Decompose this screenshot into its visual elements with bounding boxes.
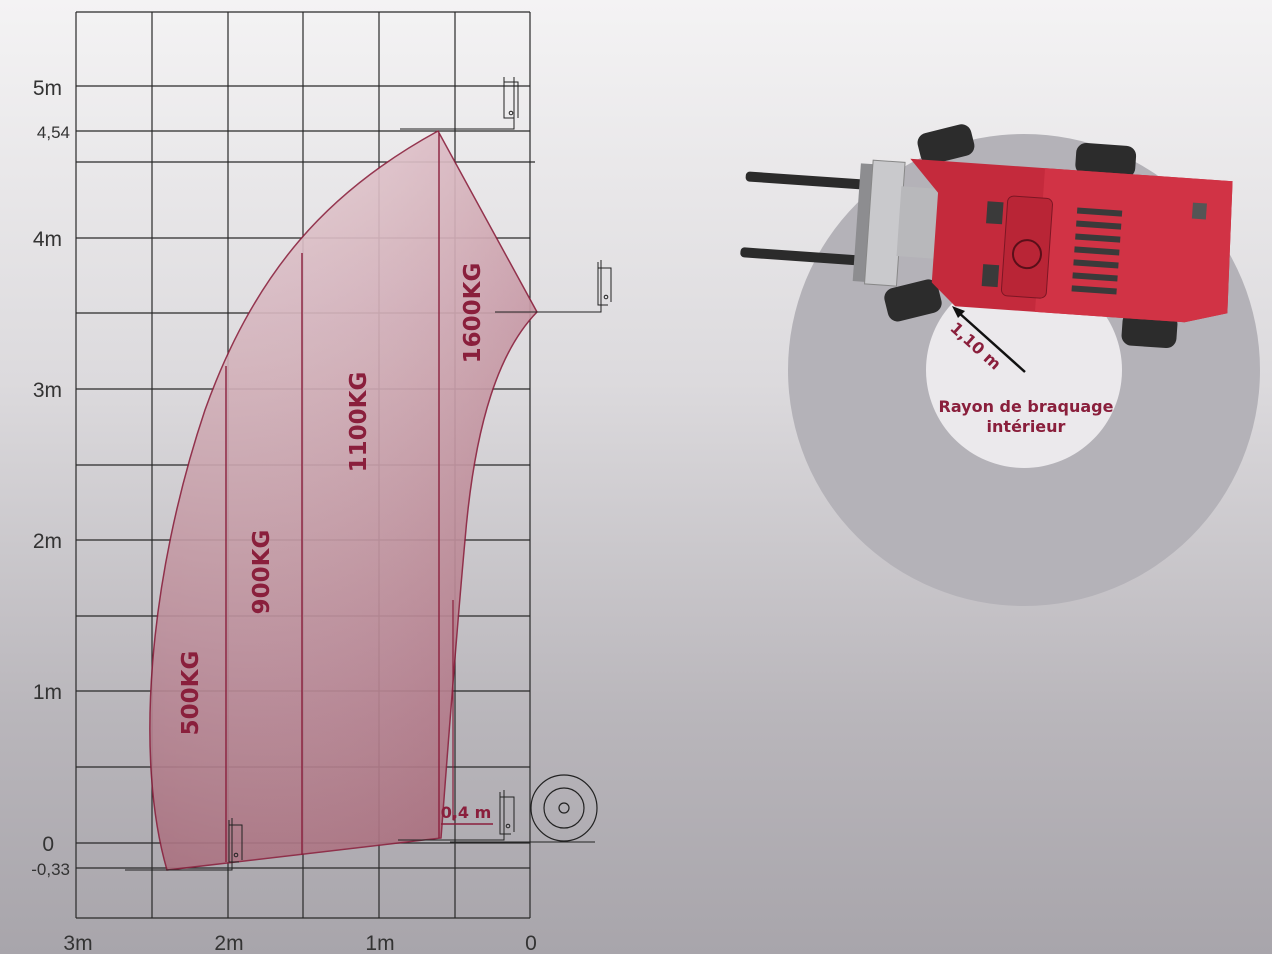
y-tick-4-54: 4,54	[37, 123, 70, 142]
zone-label-1100: 1100KG	[346, 372, 372, 473]
wheel-icon	[450, 774, 598, 843]
zone-label-1600: 1600KG	[460, 263, 486, 364]
fork-icon	[125, 77, 612, 871]
x-tick-0: 0	[525, 932, 537, 954]
x-tick-2m: 2m	[214, 932, 243, 954]
x-tick-3m: 3m	[63, 932, 92, 954]
zone-label-900: 900KG	[249, 530, 275, 615]
zone-label-500: 500KG	[178, 651, 204, 736]
y-tick-3m: 3m	[33, 379, 62, 402]
x-tick-1m: 1m	[365, 932, 394, 954]
y-tick-0: 0	[42, 833, 54, 856]
y-tick-5m: 5m	[33, 77, 62, 100]
x-axis-labels: 3m 2m 1m 0	[63, 932, 536, 954]
y-tick-4m: 4m	[33, 228, 62, 251]
turning-caption-line1: Rayon de braquage	[939, 397, 1114, 416]
y-tick-neg-0-33: -0,33	[31, 860, 70, 879]
y-axis-labels: 5m 4,54 4m 3m 2m 1m 0 -0,33	[31, 77, 70, 879]
fork-offset-label: 0,4 m	[441, 803, 492, 822]
radius-arrow	[957, 311, 1026, 373]
turning-caption-line2: intérieur	[987, 417, 1066, 436]
y-tick-1m: 1m	[33, 681, 62, 704]
telehandler-top-view	[740, 124, 1233, 349]
load-chart: 500KG 900KG 1100KG 1600KG 0,4	[31, 11, 612, 954]
turning-radius-diagram: 1,10 m Rayon de braquage intérieur	[740, 124, 1260, 606]
y-tick-2m: 2m	[33, 530, 62, 553]
load-envelope	[149, 129, 538, 871]
